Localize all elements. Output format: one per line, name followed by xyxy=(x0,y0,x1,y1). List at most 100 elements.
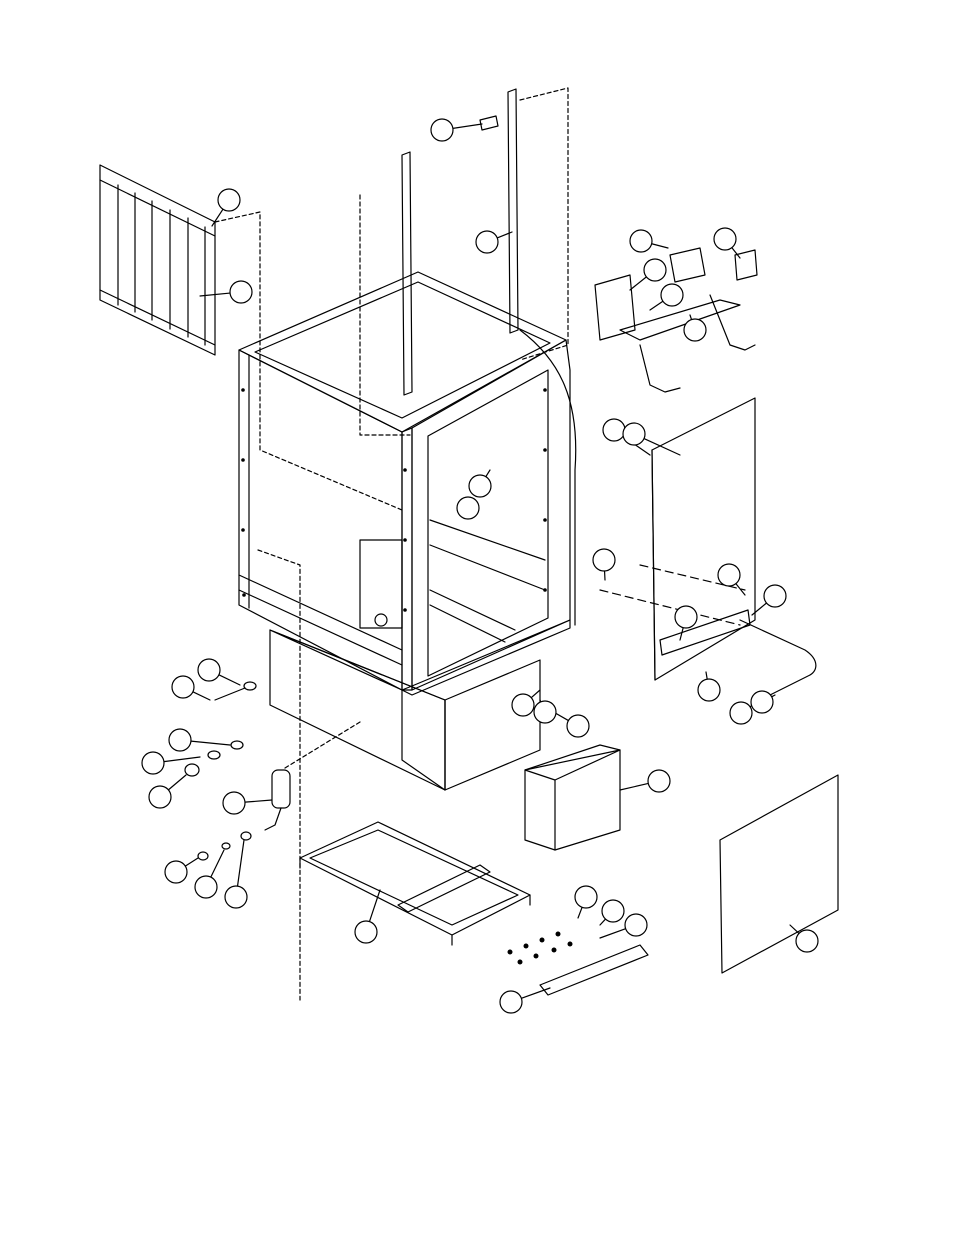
callout-balloon xyxy=(593,549,615,571)
compressor xyxy=(360,540,402,628)
leader-line xyxy=(531,690,540,698)
callout-balloon xyxy=(230,281,252,303)
bolt-top xyxy=(480,116,498,130)
callout-balloon xyxy=(355,921,377,943)
washer-3 xyxy=(241,832,251,840)
callout-balloon xyxy=(469,475,491,497)
callout-balloon xyxy=(675,606,697,628)
cabinet-top-inner xyxy=(255,282,550,418)
callout-balloon xyxy=(195,876,217,898)
door-handle xyxy=(740,620,816,695)
curtain-panel xyxy=(100,165,402,510)
leader-line xyxy=(644,439,680,455)
leader-line xyxy=(652,244,668,248)
leader-line xyxy=(245,800,272,802)
callout-balloon xyxy=(500,991,522,1013)
callout-balloon xyxy=(567,715,589,737)
callout-balloon xyxy=(534,701,556,723)
leader-line xyxy=(690,315,692,320)
bracket-bar xyxy=(620,300,740,340)
callout-balloon xyxy=(714,228,736,250)
leader-lines xyxy=(164,124,799,998)
leader-line xyxy=(212,209,223,226)
callout-balloon xyxy=(718,564,740,586)
callout-balloon xyxy=(698,679,720,701)
tray-outline xyxy=(300,822,530,935)
bottom-bracket xyxy=(540,945,648,995)
callout-balloon xyxy=(198,659,220,681)
callout-balloon xyxy=(684,319,706,341)
callout-balloon xyxy=(218,189,240,211)
curtain-body xyxy=(100,165,215,355)
leader-line xyxy=(168,775,186,790)
base-left xyxy=(270,630,445,790)
bin-basket xyxy=(525,745,620,850)
leader-line xyxy=(164,757,200,762)
leader-line xyxy=(486,470,490,477)
callout-balloon xyxy=(603,419,625,441)
leader-line xyxy=(620,783,648,790)
callout-balloon xyxy=(623,423,645,445)
callout-group xyxy=(142,119,818,1013)
leader-line xyxy=(600,929,626,938)
fitting-nut xyxy=(244,682,256,690)
leader-line xyxy=(185,858,198,866)
callout-balloon xyxy=(625,914,647,936)
fittings xyxy=(185,550,360,1000)
front-corner-post xyxy=(402,428,412,690)
callout-balloon xyxy=(172,676,194,698)
leader-line xyxy=(680,628,683,640)
callout-balloon xyxy=(431,119,453,141)
curtain-guide xyxy=(215,212,402,510)
callout-balloon xyxy=(796,930,818,952)
leader-line xyxy=(706,672,707,679)
bracket-small xyxy=(670,248,705,282)
leader-line xyxy=(752,603,767,615)
leader-line xyxy=(211,850,224,877)
bracket-assembly xyxy=(595,248,757,392)
leader-line xyxy=(650,301,663,310)
leader-line xyxy=(630,277,646,290)
bracket-tab xyxy=(735,250,757,280)
washer-2 xyxy=(222,843,230,849)
callout-balloon xyxy=(661,284,683,306)
leader-line xyxy=(790,925,799,933)
leader-line xyxy=(191,741,230,745)
callout-balloon xyxy=(575,886,597,908)
callout-balloon xyxy=(149,786,171,808)
filter-tube xyxy=(265,808,281,830)
leader-line xyxy=(193,692,210,700)
cabinet-front-opening xyxy=(428,370,548,676)
rail-left xyxy=(402,152,412,395)
callout-balloon xyxy=(764,585,786,607)
cabinet-fasteners xyxy=(241,388,547,612)
callout-balloon xyxy=(165,861,187,883)
callout-balloon xyxy=(225,886,247,908)
fitting-stem xyxy=(215,688,245,700)
callout-balloon xyxy=(142,752,164,774)
callout-balloon xyxy=(169,729,191,751)
vertical-rails xyxy=(360,88,568,435)
base-front xyxy=(270,630,445,790)
rail-right-guide xyxy=(520,88,568,360)
drain-tray xyxy=(300,822,530,945)
callout-balloon xyxy=(602,900,624,922)
washer-1 xyxy=(208,751,220,759)
leader-line xyxy=(578,907,582,918)
nut-2 xyxy=(185,764,199,776)
callout-balloon xyxy=(457,497,479,519)
callout-balloon xyxy=(223,792,245,814)
leader-line xyxy=(521,988,550,998)
tray-inner xyxy=(310,830,518,925)
leader-line xyxy=(238,840,244,886)
callout-balloon xyxy=(751,691,773,713)
filter-drier xyxy=(272,770,290,808)
callout-balloon xyxy=(644,259,666,281)
callout-balloon xyxy=(630,230,652,252)
leader-line xyxy=(600,919,606,925)
callout-balloon xyxy=(648,770,670,792)
rail-right xyxy=(508,89,518,333)
callout-balloon xyxy=(476,231,498,253)
